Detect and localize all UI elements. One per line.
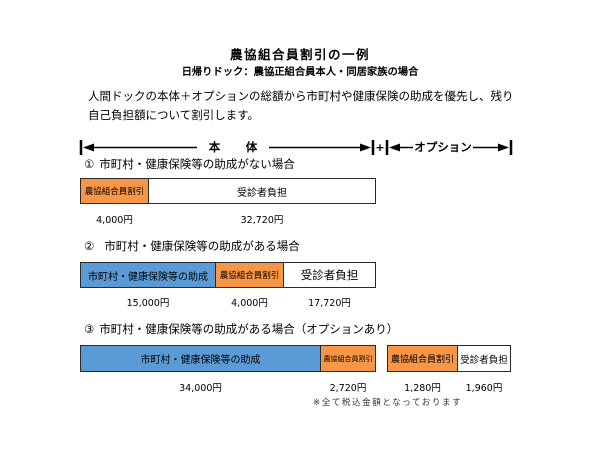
case-1-patient-segment: 受診者負担: [148, 178, 376, 204]
page-subtitle: 日帰りドック：農協正組合員本人・同居家族の場合: [181, 66, 419, 78]
case-1-heading-text: 市町村・健康保険等の助成がない場合: [99, 157, 295, 171]
case-3-option-patient-segment: 受診者負担: [457, 345, 511, 372]
case-2-number: ②: [84, 239, 95, 253]
case-1-discount-segment: 農協組合員割引: [80, 178, 149, 204]
description-line-1: 人間ドックの本体＋オプションの総額から市町村や健康保険の助成を優先し、残り: [88, 89, 514, 103]
segment-label: 市町村・健康保険等の助成: [88, 271, 208, 283]
option-left-arrowhead: [389, 143, 400, 152]
case-2-patient-amount: 17,720円: [308, 298, 351, 309]
case-3-heading-text: 市町村・健康保険等の助成がある場合（オプションあり）: [99, 322, 399, 336]
case-2-discount-amount: 4,000円: [231, 298, 268, 309]
case-3-number: ③: [84, 322, 95, 336]
segment-label: 農協組合員割引: [84, 187, 145, 197]
case-3-option-patient-amount: 1,960円: [465, 383, 503, 394]
plus-sign: +: [375, 141, 385, 154]
case-2-subsidy-segment: 市町村・健康保険等の助成: [80, 262, 216, 288]
case-2-patient-segment: 受診者負担: [283, 262, 376, 288]
case-3-heading: ③ 市町村・健康保険等の助成がある場合（オプションあり）: [84, 321, 398, 337]
case-3-subsidy-amount: 34,000円: [179, 383, 222, 394]
case-1-heading: ① 市町村・健康保険等の助成がない場合: [84, 156, 295, 172]
option-right-arrowhead: [498, 143, 509, 152]
case-1-number: ①: [84, 157, 95, 171]
case-1-patient-amount: 32,720円: [240, 215, 284, 226]
page-title: 農協組合員割引の一例: [229, 47, 370, 62]
segment-label: 受診者負担: [460, 354, 508, 366]
segment-label: 受診者負担: [237, 187, 287, 199]
case-3-option-discount-segment: 農協組合員割引: [387, 345, 458, 372]
tax-note: ※全て税込金額となっております: [313, 398, 463, 408]
description-line-2: 自己負担額について割引します。: [88, 108, 260, 122]
case-3-option-discount-amount: 1,280円: [404, 383, 441, 394]
main-right-arrowhead: [360, 143, 371, 152]
case-2-heading: ② 市町村・健康保険等の助成がある場合: [84, 238, 300, 254]
main-left-arrowhead: [83, 143, 94, 152]
case-3-discount-segment: 農協組合員割引: [320, 345, 376, 372]
segment-label: 受診者負担: [300, 268, 359, 282]
segment-label: 市町村・健康保険等の助成: [140, 355, 261, 366]
option-label: オプション: [413, 139, 473, 156]
segment-label: 農協組合員割引: [323, 354, 373, 363]
case-3-subsidy-segment: 市町村・健康保険等の助成: [80, 345, 321, 372]
main-body-label: 本 体: [197, 139, 269, 156]
segment-label: 農協組合員割引: [219, 271, 280, 281]
description: 人間ドックの本体＋オプションの総額から市町村や健康保険の助成を優先し、残り 自己…: [88, 87, 514, 125]
coverage-scale-arrows: [79, 140, 513, 155]
case-2-heading-text: 市町村・健康保険等の助成がある場合: [104, 239, 300, 253]
case-2-discount-segment: 農協組合員割引: [215, 262, 284, 288]
case-3-discount-amount: 2,720円: [329, 383, 367, 394]
case-1-discount-amount: 4,000円: [96, 215, 133, 226]
segment-label: 農協組合員割引: [390, 355, 454, 365]
case-2-subsidy-amount: 15,000円: [126, 298, 170, 309]
